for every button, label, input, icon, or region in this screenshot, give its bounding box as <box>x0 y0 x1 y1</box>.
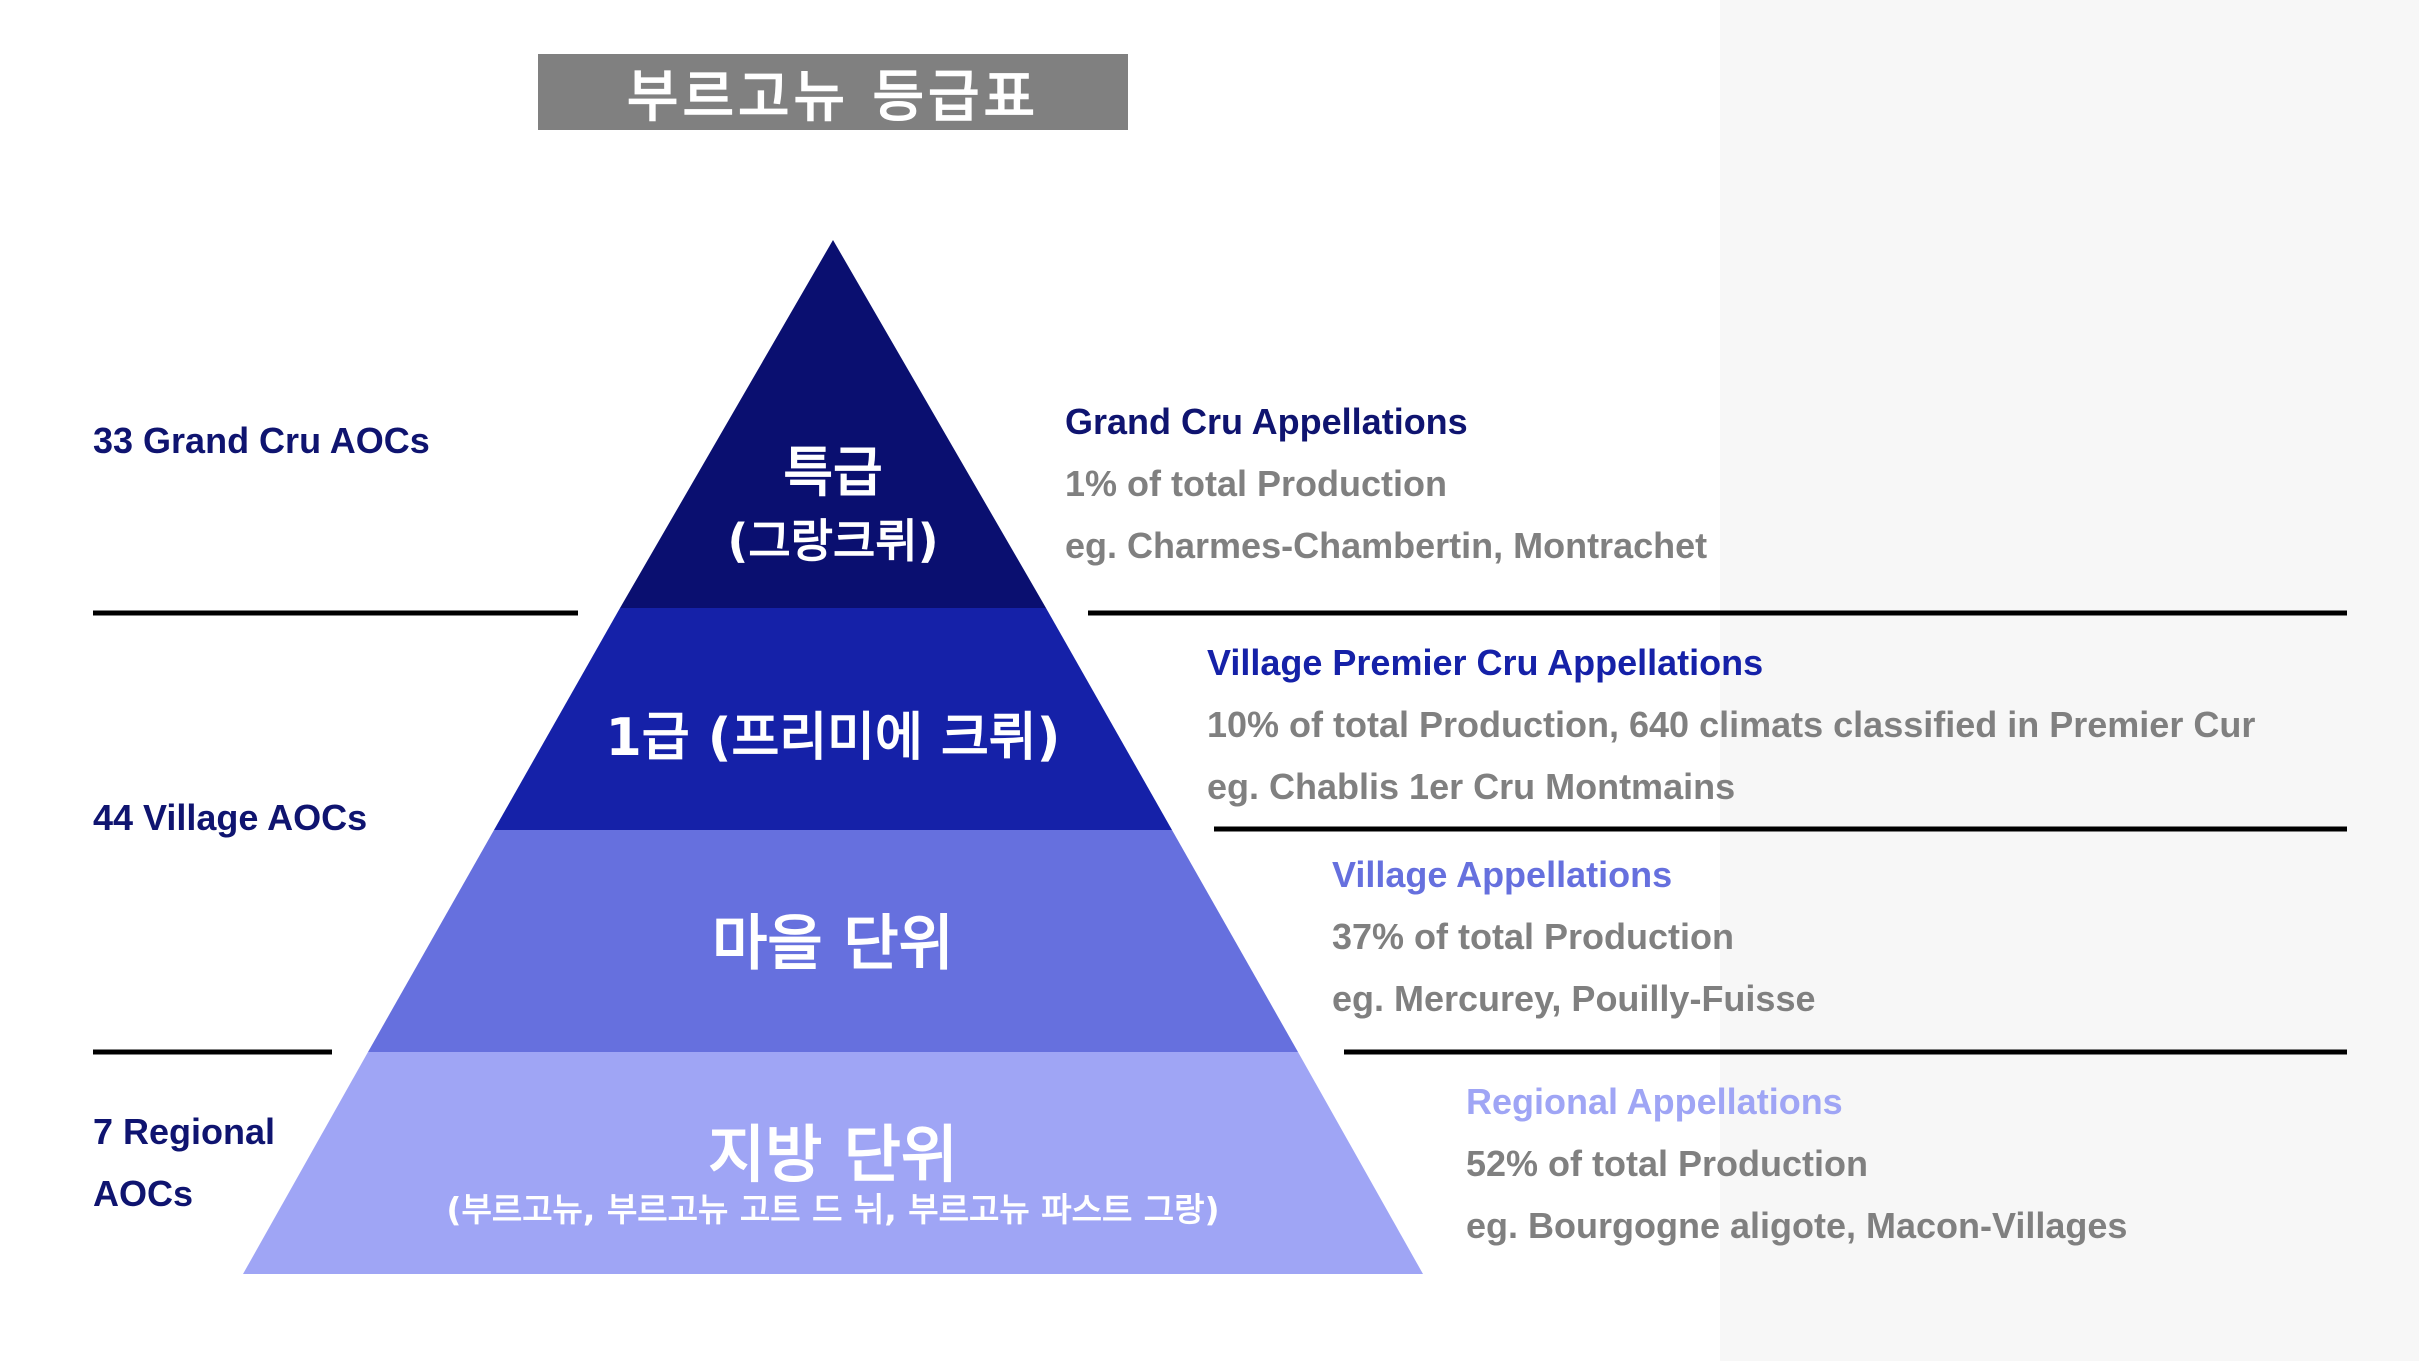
left-label-grand-cru: 33 Grand Cru AOCs <box>93 420 430 461</box>
desc-grand-cru-heading: Grand Cru Appellations <box>1065 401 1468 442</box>
tier-premier-cru <box>494 608 1172 830</box>
diagram-title: 부르고뉴 등급표 <box>538 54 1128 130</box>
desc-grand-cru-share: 1% of total Production <box>1065 463 1447 504</box>
desc-village: Village Appellations 37% of total Produc… <box>1332 844 1816 1030</box>
desc-regional-heading: Regional Appellations <box>1466 1081 1843 1122</box>
desc-village-heading: Village Appellations <box>1332 854 1673 895</box>
left-label-village: 44 Village AOCs <box>93 797 368 838</box>
tier-premier-cru-label: 1급 (프리미에 크뤼) <box>605 708 1061 768</box>
tier-regional <box>243 1052 1423 1274</box>
tier-regional-label: 지방 단위 <box>708 1118 958 1191</box>
tier-regional-sublabel: (부르고뉴, 부르고뉴 고트 드 뉘, 부르고뉴 파스트 그랑) <box>446 1190 1220 1229</box>
left-label-regional-line1: 7 Regional <box>93 1111 276 1152</box>
desc-premier-cru: Village Premier Cru Appellations 10% of … <box>1207 632 2255 818</box>
tier-grand-cru-label: 특급 <box>783 441 883 504</box>
desc-grand-cru: Grand Cru Appellations 1% of total Produ… <box>1065 391 1707 577</box>
desc-premier-cru-heading: Village Premier Cru Appellations <box>1207 642 1764 683</box>
tier-village-label: 마을 단위 <box>712 909 954 979</box>
tier-village <box>368 830 1298 1052</box>
left-label-regional-line2: AOCs <box>93 1173 194 1214</box>
left-label-regional: 7 Regional AOCs <box>93 1101 275 1225</box>
desc-village-example: eg. Mercurey, Pouilly-Fuisse <box>1332 978 1816 1019</box>
desc-premier-cru-share: 10% of total Production, 640 climats cla… <box>1207 704 2256 745</box>
desc-village-share: 37% of total Production <box>1332 916 1735 957</box>
desc-regional-example: eg. Bourgogne aligote, Macon-Villages <box>1466 1205 2128 1246</box>
desc-regional: Regional Appellations 52% of total Produ… <box>1466 1071 2127 1257</box>
tier-grand-cru-sublabel: (그랑크뤼) <box>727 514 939 568</box>
desc-regional-share: 52% of total Production <box>1466 1143 1869 1184</box>
desc-premier-cru-example: eg. Chablis 1er Cru Montmains <box>1207 766 1736 807</box>
right-background-panel <box>1720 0 2419 1361</box>
tier-grand-cru <box>620 240 1046 608</box>
desc-grand-cru-example: eg. Charmes-Chambertin, Montrachet <box>1065 525 1708 566</box>
